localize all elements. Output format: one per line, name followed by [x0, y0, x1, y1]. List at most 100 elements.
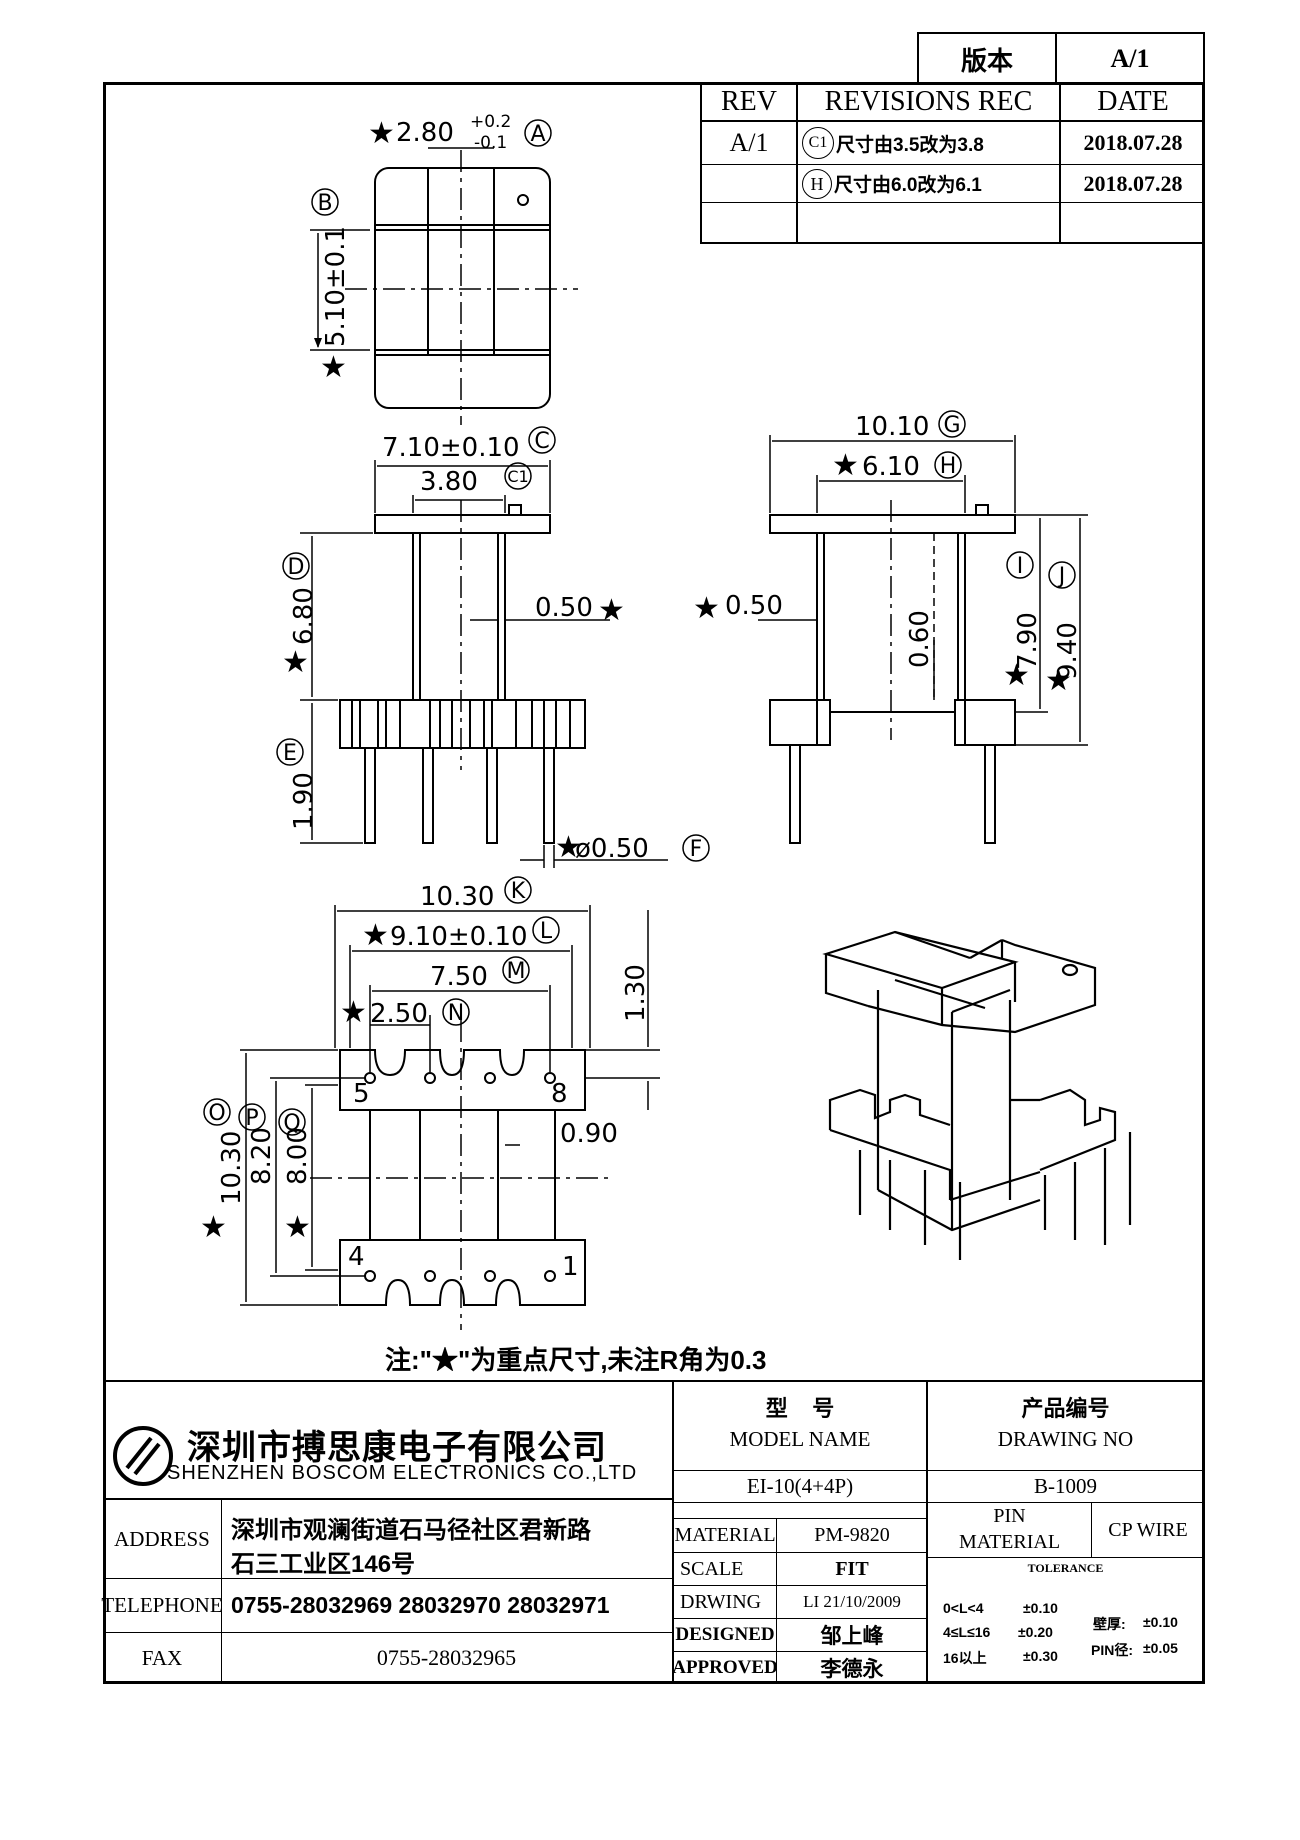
- version-label: 版本: [919, 34, 1057, 84]
- tol-row-3-value: ±0.30: [1023, 1648, 1058, 1664]
- svg-text:P: P: [245, 1106, 258, 1131]
- marker-b-icon: B: [311, 188, 339, 216]
- marker-o-icon: O: [203, 1098, 231, 1126]
- pin-diameter-value: ±0.05: [1143, 1640, 1178, 1656]
- marker-a-icon: A: [524, 119, 552, 147]
- star-icon: ★: [693, 591, 720, 626]
- svg-text:M: M: [507, 959, 526, 984]
- dim-b-text: 5.10±0.1: [321, 226, 351, 347]
- dim-a-tol-down: -0.1: [474, 133, 507, 153]
- svg-text:O: O: [208, 1101, 225, 1126]
- scale-label: SCALE: [680, 1557, 744, 1580]
- svg-text:B: B: [317, 191, 332, 216]
- pin-5-label: 5: [353, 1079, 370, 1109]
- drawing-no-value: B-1009: [1034, 1474, 1097, 1498]
- dim-o-text: 10.30: [217, 1131, 247, 1205]
- dim-h-text: 6.10: [862, 452, 920, 482]
- version-box: 版本 A/1: [917, 32, 1205, 84]
- svg-text:F: F: [690, 837, 703, 862]
- model-label-cn: 型 号: [765, 1396, 835, 1421]
- star-icon: ★: [340, 995, 367, 1030]
- drawing-no-label-cn: 产品编号: [1021, 1396, 1110, 1421]
- tolerance-label: TOLERANCE: [1027, 1560, 1104, 1575]
- pin-material-label-1: PIN: [993, 1504, 1026, 1527]
- marker-g-icon: G: [938, 410, 966, 438]
- drawing-date: LI 21/10/2009: [803, 1592, 901, 1611]
- approved-value: 李德永: [820, 1657, 884, 1681]
- material-label: MATERIAL: [674, 1524, 776, 1546]
- svg-text:A: A: [530, 122, 545, 147]
- marker-h-icon: H: [934, 451, 962, 479]
- front-view: [300, 460, 668, 868]
- wall-thickness-label: 壁厚:: [1093, 1616, 1126, 1632]
- rev-row-1-rev: A/1: [729, 128, 769, 157]
- scale-value: FIT: [835, 1557, 869, 1580]
- pin-1-label: 1: [562, 1252, 579, 1282]
- address-line-2: 石三工业区146号: [231, 1551, 416, 1578]
- svg-text:H: H: [940, 454, 957, 479]
- rev-row-1-text: 尺寸由3.5改为3.8: [836, 134, 984, 156]
- marker-i-icon: I: [1006, 551, 1034, 579]
- marker-p-icon: P: [238, 1103, 266, 1131]
- svg-text:D: D: [288, 555, 305, 580]
- dim-c1-text: 3.80: [420, 467, 478, 497]
- dim-m-text: 7.50: [430, 962, 488, 992]
- rev-row-1-text-cell: C1 尺寸由3.5改为3.8: [798, 122, 1059, 164]
- tol-row-2-value: ±0.20: [1018, 1624, 1053, 1640]
- svg-text:J: J: [1057, 564, 1066, 589]
- pin-material-label-2: MATERIAL: [958, 1530, 1061, 1553]
- dim-f-text: ø0.50: [575, 834, 649, 864]
- fax-value: 0755-28032965: [376, 1645, 517, 1670]
- dim-wall-side-text: 0.50: [725, 591, 783, 621]
- dim-n-text: 2.50: [370, 999, 428, 1029]
- pin-4-label: 4: [348, 1242, 365, 1272]
- marker-q-icon: Q: [278, 1108, 306, 1136]
- designed-value: 邹上峰: [820, 1625, 884, 1648]
- rev-row-2-text-cell: H 尺寸由6.0改为6.1: [798, 165, 1059, 202]
- svg-text:K: K: [511, 879, 526, 904]
- telephone-value: 0755-28032969 28032970 28032971: [231, 1592, 610, 1618]
- dim-slot-text: 0.90: [560, 1119, 618, 1149]
- company-name-cn: 深圳市搏思康电子有限公司: [187, 1429, 607, 1467]
- drawing-no-label-en: DRAWING NO: [997, 1426, 1134, 1451]
- approved-label: APPROVED: [672, 1656, 778, 1678]
- marker-f-icon: F: [682, 834, 710, 862]
- bottom-view: [240, 905, 660, 1330]
- star-icon: ★: [832, 448, 859, 483]
- marker-e-icon: E: [276, 738, 304, 766]
- tol-row-3-range: 16以上: [943, 1650, 987, 1666]
- rev-header: REV: [721, 86, 777, 117]
- svg-text:E: E: [283, 741, 297, 766]
- svg-text:C1: C1: [507, 467, 528, 486]
- marker-h-icon: H: [802, 168, 832, 199]
- marker-j-icon: J: [1048, 561, 1076, 589]
- rev-row-2-text: 尺寸由6.0改为6.1: [834, 175, 982, 196]
- model-value: EI-10(4+4P): [746, 1474, 854, 1498]
- dim-top-edge-text: 1.30: [621, 964, 651, 1022]
- star-icon: ★: [282, 645, 309, 680]
- star-icon: ★: [320, 350, 347, 385]
- svg-text:G: G: [943, 413, 960, 438]
- svg-text:Q: Q: [283, 1111, 300, 1136]
- marker-n-icon: N: [442, 998, 470, 1026]
- title-block: 深圳市搏思康电子有限公司 SHENZHEN BOSCOM ELECTRONICS…: [101, 1380, 1205, 1684]
- tol-row-2-range: 4≤L≤16: [943, 1624, 991, 1640]
- drawing-frame: [103, 82, 1205, 1684]
- telephone-label: TELEPHONE: [101, 1593, 223, 1617]
- dim-d-text: 6.80: [289, 587, 319, 645]
- dim-g-text: 10.10: [855, 412, 929, 442]
- rev-row-2-date: 2018.07.28: [1083, 170, 1183, 196]
- fax-label: FAX: [141, 1645, 183, 1670]
- svg-text:L: L: [540, 919, 553, 944]
- company-name-en: SHENZHEN BOSCOM ELECTRONICS CO.,LTD: [167, 1462, 638, 1484]
- marker-c-icon: C: [528, 426, 556, 454]
- side-view: [758, 435, 1088, 844]
- marker-m-icon: M: [502, 956, 530, 984]
- material-value: PM-9820: [814, 1524, 890, 1546]
- tol-row-1-range: 0<L<4: [943, 1600, 984, 1616]
- star-icon: ★: [200, 1210, 227, 1245]
- star-icon: ★: [1045, 663, 1072, 698]
- model-label-en: MODEL NAME: [729, 1426, 871, 1451]
- address-line-1: 深圳市观澜街道石马径社区君新路: [231, 1517, 591, 1544]
- dim-k-text: 10.30: [420, 882, 494, 912]
